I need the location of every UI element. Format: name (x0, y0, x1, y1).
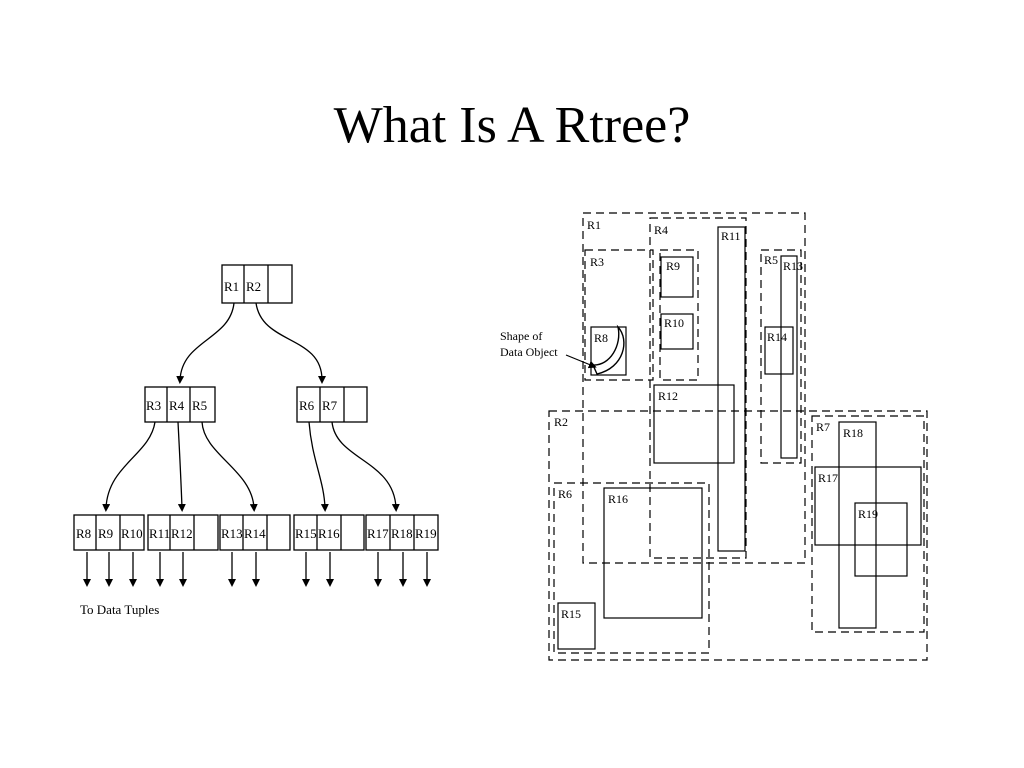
region-r9 (660, 256, 694, 298)
leaf-node-2 (147, 514, 219, 551)
label-r15: R15 (561, 607, 581, 621)
label-r1: R1 (587, 218, 601, 232)
spatial-labels: R1 R2 R3 R4 R5 R6 R7 R8 R9 R10 R11 R12 R… (500, 218, 878, 621)
tree-caption: To Data Tuples (80, 602, 159, 617)
label-r4: R4 (654, 223, 668, 237)
root-entry-r2: R2 (246, 279, 261, 294)
label-r19: R19 (858, 507, 878, 521)
label-r7: R7 (816, 420, 830, 434)
edge-r3-leaf (102, 421, 156, 512)
region-r7 (811, 415, 925, 633)
leaf-entry-r15: R15 (295, 526, 317, 541)
label-r8: R8 (594, 331, 608, 345)
edge-r6-leaf (308, 421, 329, 512)
label-r2: R2 (554, 415, 568, 429)
leaf-entry-r19: R19 (415, 526, 437, 541)
region-r12 (653, 384, 735, 464)
label-r6: R6 (558, 487, 572, 501)
node-entry-r5: R5 (192, 398, 207, 413)
region-r2 (548, 410, 928, 661)
label-r12: R12 (658, 389, 678, 403)
spatial-diagram (548, 212, 928, 661)
data-tuple-arrows (83, 552, 431, 587)
edge-r2-node (255, 302, 326, 384)
leaf-entry-r17: R17 (367, 526, 389, 541)
label-r3: R3 (590, 255, 604, 269)
annotation-line-2: Data Object (500, 345, 558, 359)
region-r10 (660, 313, 694, 350)
label-r18: R18 (843, 426, 863, 440)
leaf-entry-r16: R16 (318, 526, 340, 541)
leaf-node-4 (293, 514, 365, 551)
region-r19 (854, 502, 908, 577)
node-entry-r6: R6 (299, 398, 315, 413)
region-r4-inner (659, 249, 699, 381)
edge-r1-node (176, 302, 235, 384)
leaf-node-5 (365, 514, 439, 551)
label-r14: R14 (767, 330, 787, 344)
node-entry-r3: R3 (146, 398, 161, 413)
label-r13: R13 (783, 259, 803, 273)
leaf-entry-r14: R14 (244, 526, 266, 541)
leaf-entry-r8: R8 (76, 526, 91, 541)
leaf-entry-r18: R18 (391, 526, 413, 541)
region-r18 (838, 421, 877, 629)
leaf-entry-r13: R13 (221, 526, 243, 541)
leaf-node-3 (219, 514, 291, 551)
root-entry-r1: R1 (224, 279, 239, 294)
level1-node-right (296, 386, 368, 423)
label-r11: R11 (721, 229, 741, 243)
label-r9: R9 (666, 259, 680, 273)
region-r14 (764, 326, 794, 375)
level1-node-left (144, 386, 216, 423)
node-entry-r4: R4 (169, 398, 185, 413)
region-r11 (717, 226, 746, 552)
region-r3 (584, 249, 654, 381)
region-r15 (557, 602, 596, 650)
edge-r7-leaf (331, 421, 400, 512)
data-object-shape (591, 324, 625, 375)
region-r16 (603, 487, 703, 619)
leaf-entry-r9: R9 (98, 526, 113, 541)
region-r8 (590, 326, 627, 376)
leaf-entry-r11: R11 (149, 526, 170, 541)
leaf-node-1 (73, 514, 145, 551)
region-r5 (760, 249, 802, 464)
leaf-entry-r12: R12 (171, 526, 193, 541)
leaf-entry-r10: R10 (121, 526, 143, 541)
annotation-line-1: Shape of (500, 329, 542, 343)
slide-title: What Is A Rtree? (333, 97, 691, 154)
root-node (221, 264, 293, 304)
region-r17 (814, 466, 922, 546)
label-r17: R17 (818, 471, 838, 485)
label-r5: R5 (764, 253, 778, 267)
region-r1 (582, 212, 806, 564)
region-r13 (780, 255, 798, 459)
node-entry-r7: R7 (322, 398, 338, 413)
annotation-arrow (565, 354, 597, 369)
label-r16: R16 (608, 492, 628, 506)
edge-r5-leaf (201, 421, 258, 512)
region-r6 (553, 482, 710, 654)
tree-diagram: R1 R2 R3 R4 R5 R6 R7 (73, 264, 439, 617)
region-r4 (649, 217, 747, 559)
label-r10: R10 (664, 316, 684, 330)
edge-r4-leaf (177, 421, 186, 512)
